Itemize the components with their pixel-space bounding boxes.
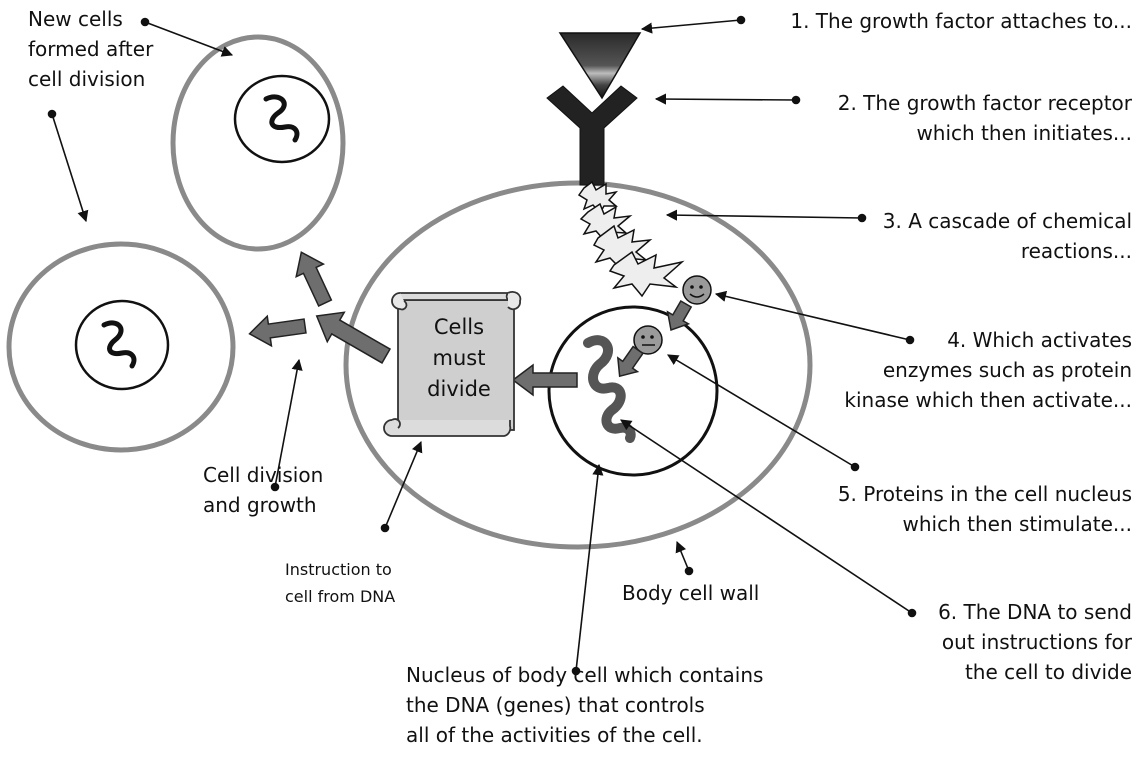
label-line: enzymes such as protein (882, 358, 1132, 382)
dna-strand-left (101, 320, 137, 369)
label-line: out instructions for (941, 630, 1132, 654)
arrow-dna-to-scroll (511, 363, 578, 397)
label-growth-factor: 1. The growth factor attaches to... (790, 6, 1132, 36)
label-line: 5. Proteins in the cell nucleus (837, 482, 1132, 506)
label-line: Nucleus of body cell which contains (406, 663, 764, 687)
label-line: 3. A cascade of chemical (882, 209, 1132, 233)
label-cell-wall: Body cell wall (622, 578, 759, 608)
label-cell-division: Cell division and growth (203, 460, 323, 520)
label-line: Instruction to (285, 560, 392, 579)
label-line: reactions... (1020, 239, 1132, 263)
new-cell-top (170, 34, 346, 252)
label-line: 1. The growth factor attaches to... (790, 9, 1132, 33)
chemical-cascade (577, 180, 685, 298)
label-line: New cells (28, 7, 123, 31)
arrow-scroll-out (315, 311, 392, 364)
label-dna: 6. The DNA to send out instructions for … (938, 597, 1132, 687)
label-line: which then stimulate... (902, 512, 1132, 536)
label-line: the cell to divide (964, 660, 1132, 684)
new-cell-left (6, 241, 236, 453)
label-line: cell from DNA (285, 587, 396, 606)
new-cell-left-nucleus (74, 299, 170, 391)
label-line: formed after (28, 37, 154, 61)
label-line: the DNA (genes) that controls (406, 693, 705, 717)
process-arrows (248, 251, 693, 397)
label-nucleus: Nucleus of body cell which contains the … (406, 660, 763, 750)
label-line: all of the activities of the cell. (406, 723, 703, 747)
label-line: 6. The DNA to send (938, 600, 1132, 624)
dna-strand-body (583, 335, 636, 443)
arrow-to-top-cell (295, 251, 333, 307)
label-line: 4. Which activates (947, 328, 1132, 352)
label-line: and growth (203, 493, 317, 517)
label-enzymes: 4. Which activates enzymes such as prote… (844, 325, 1132, 415)
scroll-text: Cells must divide (404, 312, 514, 405)
instruction-scroll (383, 290, 522, 437)
arrow-enzyme-to-protein (666, 299, 693, 331)
label-proteins: 5. Proteins in the cell nucleus which th… (838, 479, 1132, 539)
label-line: kinase which then activate... (844, 388, 1132, 412)
label-receptor: 2. The growth factor receptor which then… (838, 88, 1132, 148)
arrow-to-left-cell (248, 314, 307, 348)
label-line: Cell division (203, 463, 324, 487)
label-line: 2. The growth factor receptor (837, 91, 1132, 115)
label-cascade: 3. A cascade of chemical reactions... (883, 206, 1132, 266)
label-instruction: Instruction to cell from DNA (285, 556, 395, 610)
label-line: cell division (28, 67, 146, 91)
nuclear-protein-icon (633, 325, 663, 355)
label-line: which then initiates... (916, 121, 1132, 145)
label-new-cells: New cells formed after cell division (28, 4, 153, 94)
label-line: Body cell wall (622, 581, 760, 605)
new-cell-top-nucleus (233, 74, 331, 164)
body-cell-wall (343, 180, 813, 550)
body-cell-nucleus (547, 305, 719, 477)
growth-factor-receptor (546, 85, 638, 186)
arrow-protein-to-dna (616, 345, 644, 378)
growth-factor-shape (558, 32, 642, 100)
leader-lines (47, 15, 917, 676)
enzyme-kinase-icon (682, 275, 712, 305)
dna-strand-top (263, 94, 300, 143)
scroll-line: must (432, 346, 486, 370)
scroll-line: divide (427, 377, 491, 401)
scroll-line: Cells (433, 315, 485, 339)
